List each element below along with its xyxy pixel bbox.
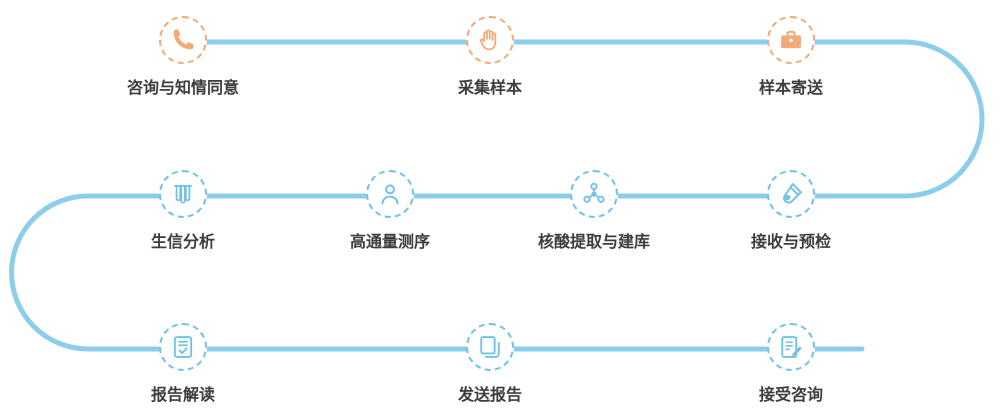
step-label: 接收与预检 (750, 234, 831, 251)
documents-icon (466, 323, 514, 371)
step-sample-shipping: 样本寄送 (706, 16, 876, 98)
step-label: 发送报告 (457, 387, 522, 404)
step-label: 样本寄送 (758, 80, 823, 97)
parcel-icon (767, 16, 815, 64)
test-tubes-icon (159, 170, 207, 218)
hand-collect-icon (466, 16, 514, 64)
step-label: 采集样本 (457, 80, 522, 97)
step-send-report: 发送报告 (405, 323, 575, 405)
step-label: 高通量测序 (349, 234, 430, 251)
step-receive-consultation: 接受咨询 (706, 323, 876, 405)
step-bioinformatics: 生信分析 (98, 170, 268, 252)
step-receive-precheck: 接收与预检 (706, 170, 876, 252)
report-check-icon (159, 323, 207, 371)
step-label: 核酸提取与建库 (537, 234, 650, 251)
step-consult-consent: 咨询与知情同意 (98, 16, 268, 98)
step-label: 生信分析 (150, 234, 215, 251)
step-label: 咨询与知情同意 (126, 80, 239, 97)
step-label: 接受咨询 (758, 387, 823, 404)
step-report-interpretation: 报告解读 (98, 323, 268, 405)
test-tube-icon (767, 170, 815, 218)
step-sequencing: 高通量测序 (305, 170, 475, 252)
molecule-icon (570, 170, 618, 218)
step-extraction-library: 核酸提取与建库 (509, 170, 679, 252)
step-label: 报告解读 (150, 387, 215, 404)
person-icon (366, 170, 414, 218)
phone-icon (159, 16, 207, 64)
report-pen-icon (767, 323, 815, 371)
step-collect-sample: 采集样本 (405, 16, 575, 98)
